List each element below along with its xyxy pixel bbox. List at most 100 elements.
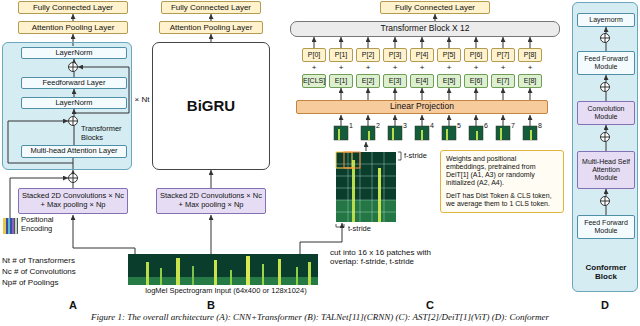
box-label: Attention Pooling Layer [21,23,125,32]
position-embedding: P[1] [329,48,353,62]
box-label: LayerNorm [24,49,124,58]
conv-box: Stacked 2D Convolutions × Nc + Max pooli… [18,188,128,214]
label-holder: 5 [457,122,467,130]
box-label: E[6] [465,77,487,85]
region-fill [572,2,638,292]
position-embedding: P[6] [464,48,488,62]
box-label: E[4] [411,77,433,85]
label-holder: 6 [484,122,494,130]
box-label: Transformer Block X 12 [293,24,557,34]
module-box: Feed Forward Module [577,51,635,75]
patch-number: 4 [430,122,440,130]
add-symbol [69,174,78,183]
label-holder: A [63,299,83,312]
position-embedding: P[4] [410,48,434,62]
box-label: Multi-Head Self Attention Module [580,158,632,182]
plus-sign: + [416,63,428,72]
connector [211,34,212,42]
label-holder: f-stride [404,152,440,161]
label-holder: Np# of Poolings [2,278,112,287]
label-holder: + [389,63,401,72]
connector [368,88,369,100]
box-label: Fully Connected Layer [21,3,125,12]
position-embedding: P[3] [383,48,407,62]
input-label: logMel Spectrogram Input (64x400 or 128x… [126,287,326,296]
connector [73,14,74,21]
stride-label: t-stride [348,225,388,234]
connector [395,88,396,100]
connector [422,37,423,48]
transformer-box: Transformer Block X 12 [290,21,560,37]
box-label: Feed Forward Module [580,219,632,235]
label-holder: Nt # of Transformers [2,256,112,265]
module-box: Convolution Module [577,101,635,125]
add-symbol [601,133,610,142]
position-embedding: P[8] [518,48,542,62]
patch-images [334,115,537,140]
input-label: Positional Encoding [21,216,65,233]
connector [449,37,450,48]
patch-embedding: E[2] [356,74,380,88]
box-label: Multi-head Attention Layer [24,147,124,156]
add-symbol [601,83,610,92]
box-label: Stacked 2D Convolutions × Nc + Max pooli… [21,192,125,209]
box-label: Stacked 2D Convolutions × Nc + Max pooli… [159,192,263,209]
box-label: E[7] [492,77,514,85]
plus-sign: + [524,63,536,72]
region-heading: Conformer Block [575,263,637,281]
box-label: P[1] [330,51,352,59]
symbol-note: Nc # of Convolutions [2,267,112,276]
sublayer-box: LayerNorm [21,47,127,59]
layer-box: Attention Pooling Layer [159,21,263,34]
layer-box: Fully Connected Layer [18,1,128,14]
box-label: P[7] [492,51,514,59]
figure-caption: Figure 1: The overall architecture (A): … [0,312,640,322]
label-holder: Nc # of Convolutions [2,267,112,276]
plus-sign: + [443,63,455,72]
label-holder: + [470,63,482,72]
add-symbol [601,34,610,43]
box-label: Convolution Module [580,105,632,121]
box-label: P[5] [438,51,460,59]
module-box: Layernorm [577,13,635,27]
plus-sign: + [497,63,509,72]
box-label: E[3] [384,77,406,85]
repeat-count: × Nt [132,95,152,104]
box-label: P[8] [519,51,541,59]
label-holder: + [335,63,347,72]
stride-label: f-stride [404,152,440,161]
position-embedding: P[2] [356,48,380,62]
patch-embedding: E[4] [410,74,434,88]
patch-embedding: E[8] [518,74,542,88]
panel-letter: B [201,299,221,312]
conv-box: Stacked 2D Convolutions × Nc + Max pooli… [156,188,266,214]
region-heading-holder: Conformer Block [575,263,637,281]
label-holder: + [416,63,428,72]
bigru-box: BiGRU [152,42,270,170]
positional-encoding-image [3,218,18,234]
label-holder: 7 [511,122,521,130]
patch-embedding: E[1] [329,74,353,88]
projection-bar: Linear Projection [296,100,548,114]
connector [503,37,504,48]
box-label: LayerNorm [24,99,124,108]
layer-box: Fully Connected Layer [380,1,490,14]
caption-holder: Figure 1: The overall architecture (A): … [0,312,640,322]
box-label: P[2] [357,51,379,59]
patch-embedding: E[5] [437,74,461,88]
patch-number: 1 [349,122,359,130]
connector [314,37,315,48]
module-box: Multi-Head Self Attention Module [577,151,635,189]
label-holder: 2 [376,122,386,130]
connector [211,14,212,21]
connector [530,37,531,48]
add-symbol [69,63,78,72]
panel-letter: A [63,299,83,312]
box-label: E[5] [438,77,460,85]
add-symbol [601,197,610,206]
connector [211,170,212,188]
add-symbol [69,117,78,126]
label-holder: + [362,63,374,72]
label-holder: + [443,63,455,72]
connector [435,14,436,21]
